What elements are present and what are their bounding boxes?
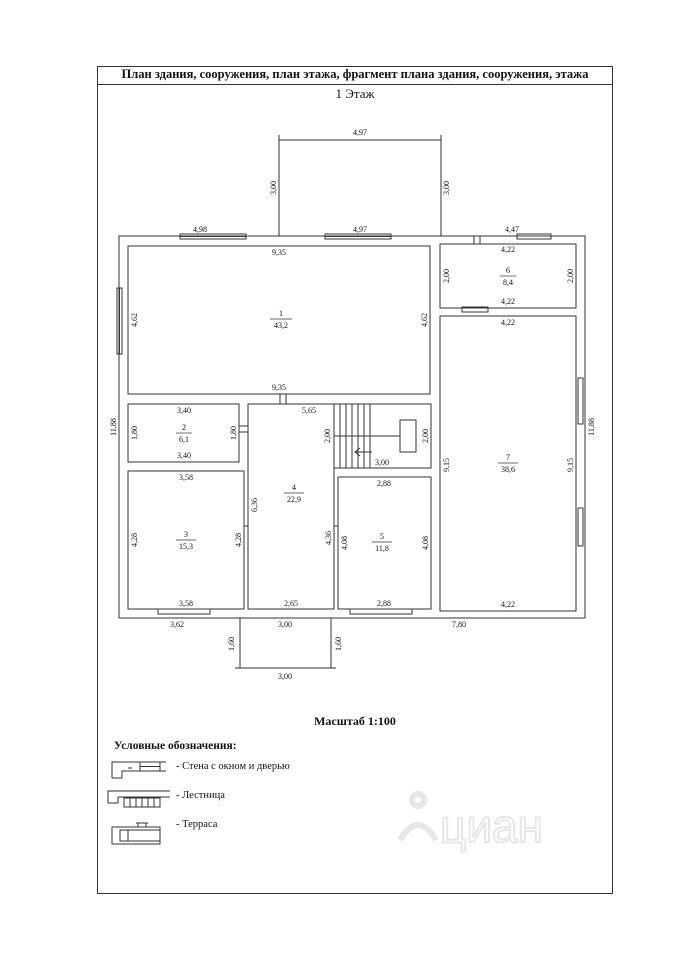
room-4-number: 4 xyxy=(292,483,296,492)
room-5-number: 5 xyxy=(380,532,384,541)
room-7: 4,22 4,22 9,15 9,15 7 38,6 xyxy=(442,318,575,609)
room-2-bottom: 3,40 xyxy=(177,451,191,460)
document-frame xyxy=(97,66,613,894)
room-6-left: 2,00 xyxy=(442,269,451,283)
room-7-outline xyxy=(439,315,577,612)
room-3-area: 15,3 xyxy=(179,542,193,551)
windows xyxy=(116,233,584,615)
room-3-left: 4,28 xyxy=(130,533,139,547)
room-2-top: 3,40 xyxy=(177,406,191,415)
room-4-top: 5,65 xyxy=(302,406,316,415)
dim-porch-right: 1,60 xyxy=(334,637,343,651)
room-2: 3,40 3,40 1,80 1,80 2 6,1 xyxy=(130,406,238,460)
dim-outer-left: 11,88 xyxy=(109,418,118,436)
room-7-right: 9,15 xyxy=(566,458,575,472)
room-3-number: 3 xyxy=(184,530,188,539)
room-5-area: 11,8 xyxy=(375,544,389,553)
legend-stair-label: - Лестница xyxy=(176,790,225,801)
room-6: 4,22 4,22 2,00 2,00 6 8,4 xyxy=(442,245,575,306)
room-2-right: 1,80 xyxy=(229,426,238,440)
room-6-area: 8,4 xyxy=(503,278,513,287)
document-header-title: План здания, сооружения, план этажа, фра… xyxy=(97,66,613,85)
room-7-left: 9,15 xyxy=(442,458,451,472)
room-4-left: 6,36 xyxy=(250,498,259,512)
watermark-logo-icon xyxy=(397,791,439,842)
room-1-bottom: 9,35 xyxy=(272,383,286,392)
stair-left: 2,00 xyxy=(323,429,332,443)
room-1-area: 43,2 xyxy=(274,321,288,330)
room-5-right: 4,08 xyxy=(421,536,430,550)
dim-outer-top-left: 4,98 xyxy=(193,225,207,234)
room-1: 9,35 9,35 4,62 4,62 1 43,2 xyxy=(130,248,429,392)
dim-porch-bottom: 3,00 xyxy=(278,672,292,681)
room-4-outline xyxy=(247,403,335,610)
legend-wall-label: - Стена с окном и дверью xyxy=(176,761,290,772)
room-4-area: 22,9 xyxy=(287,495,301,504)
dim-outer-right: 11,88 xyxy=(587,418,596,436)
room-4: 5,65 2,65 6,36 4,36 4 22,9 xyxy=(250,406,333,608)
terrace-icon xyxy=(111,822,161,845)
room-1-top: 9,35 xyxy=(272,248,286,257)
room-7-area: 38,6 xyxy=(501,465,515,474)
room-2-outline xyxy=(127,403,240,463)
room-7-bottom: 4,22 xyxy=(501,600,515,609)
room-3-top: 3,58 xyxy=(179,473,193,482)
room-4-bottom: 2,65 xyxy=(284,599,298,608)
dim-outer-bottom-left: 3,62 xyxy=(170,620,184,629)
room-1-right: 4,62 xyxy=(420,313,429,327)
watermark-text: циан xyxy=(440,800,543,852)
room-2-number: 2 xyxy=(182,423,186,432)
dim-outer-bottom-mid: 3,00 xyxy=(278,620,292,629)
room-6-bottom: 4,22 xyxy=(501,297,515,306)
room-3-right: 4,28 xyxy=(234,533,243,547)
room-3: 3,58 3,58 4,28 4,28 3 15,3 xyxy=(130,473,243,608)
dim-outer-top-mid: 4,97 xyxy=(353,225,367,234)
legend-terrace-label: - Терраса xyxy=(176,819,218,830)
stair-bottom: 3,00 xyxy=(375,458,389,467)
floor-title: 1 Этаж xyxy=(335,86,375,101)
dim-outer-top-right: 4,47 xyxy=(505,225,519,234)
dim-porch-left: 1,60 xyxy=(227,637,236,651)
room-7-number: 7 xyxy=(506,453,510,462)
dim-terrace-left: 3,00 xyxy=(269,181,278,195)
room-1-outline xyxy=(127,245,431,395)
room-5-top: 2,88 xyxy=(377,479,391,488)
room-1-number: 1 xyxy=(279,309,283,318)
room-4-right: 4,36 xyxy=(324,531,333,545)
legend-title: Условные обозначения: xyxy=(114,740,237,752)
doors xyxy=(239,236,481,527)
room-2-left: 1,80 xyxy=(130,426,139,440)
dimension-labels: 4,97 3,00 3,00 4,98 4,97 4,47 11,88 11,8… xyxy=(109,128,596,681)
stair-steps xyxy=(334,404,417,468)
room-7-top: 4,22 xyxy=(501,318,515,327)
terrace-top xyxy=(278,135,442,236)
dim-terrace-top-width: 4,97 xyxy=(353,128,367,137)
wall-window-door-icon xyxy=(111,761,166,779)
room-6-outline xyxy=(439,243,577,309)
room-6-number: 6 xyxy=(506,266,510,275)
scale-label: Масштаб 1:100 xyxy=(314,714,396,728)
room-5: 2,88 2,88 4,08 4,08 5 11,8 xyxy=(340,479,430,608)
dim-terrace-right: 3,00 xyxy=(442,181,451,195)
room-5-left: 4,08 xyxy=(340,536,349,550)
porch xyxy=(235,618,336,669)
room-3-bottom: 3,58 xyxy=(179,599,193,608)
stair-right: 2,00 xyxy=(421,429,430,443)
room-6-top: 4,22 xyxy=(501,245,515,254)
stair-icon xyxy=(107,790,170,808)
room-1-left: 4,62 xyxy=(130,313,139,327)
dim-outer-bottom-right: 7,80 xyxy=(452,620,466,629)
room-2-area: 6,1 xyxy=(179,435,189,444)
stair: 2,00 2,00 3,00 xyxy=(323,429,430,467)
room-5-outline xyxy=(337,476,432,610)
room-5-bottom: 2,88 xyxy=(377,599,391,608)
room-6-right: 2,00 xyxy=(566,269,575,283)
